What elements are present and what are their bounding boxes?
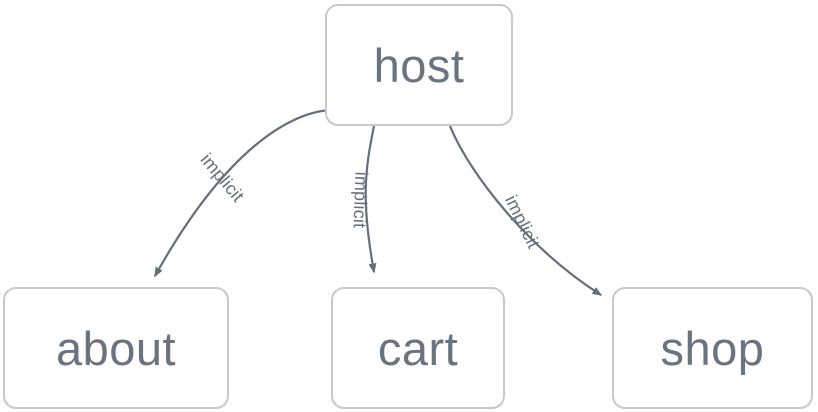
node-shop-label: shop [660,321,765,375]
node-cart-label: cart [377,321,459,375]
edge-host-cart[interactable] [364,125,377,274]
edge-host-about[interactable] [154,108,332,278]
node-about-label: about [55,321,177,375]
node-shop[interactable]: shop [612,287,813,409]
node-host[interactable]: host [325,4,513,126]
edge-host-shop[interactable] [448,125,603,296]
node-host-label: host [373,38,465,92]
node-about[interactable]: about [3,287,229,409]
node-cart[interactable]: cart [331,287,505,409]
edge-label-host-cart: implicit [349,171,372,229]
